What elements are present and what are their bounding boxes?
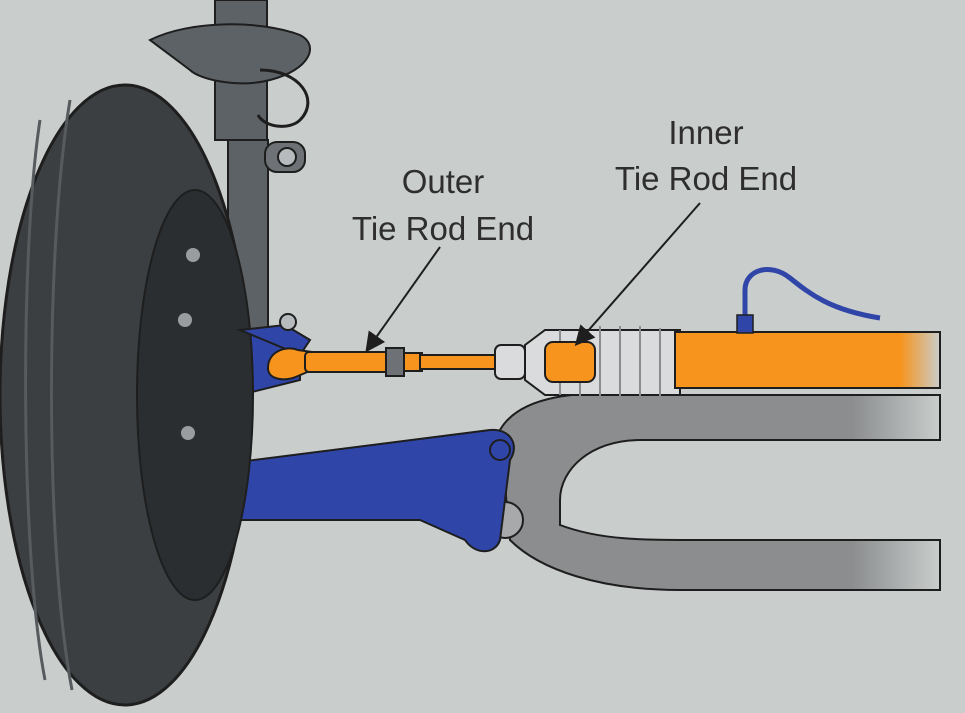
lug-nut — [178, 313, 192, 327]
outer-label-line2: Tie Rod End — [352, 210, 534, 247]
outer-label-line1: Outer — [402, 163, 485, 200]
inner-tie-rod-end-label: Inner Tie Rod End — [615, 114, 797, 197]
subframe-body — [498, 392, 941, 591]
tire-tread-line — [50, 99, 74, 691]
outer-tie-rod-shaft — [304, 351, 391, 373]
hydraulic-fitting — [736, 314, 754, 334]
coil-spring-top — [148, 23, 311, 85]
tire-tread-line — [24, 119, 47, 681]
outer-tie-rod-end-label: Outer Tie Rod End — [352, 163, 534, 247]
arrow-pointer-icon — [365, 246, 441, 353]
outer-end-nut — [279, 313, 297, 331]
wheel — [0, 83, 254, 707]
inner-tie-rod-shaft — [419, 354, 501, 370]
steering-arm — [236, 323, 312, 357]
arrow-pointer-icon — [574, 202, 701, 347]
wheel-rim — [136, 189, 254, 601]
subframe — [486, 392, 941, 591]
bracket-bolt — [277, 147, 297, 167]
control-arm-body — [174, 428, 515, 553]
inner-label-line2: Tie Rod End — [615, 160, 797, 197]
steering-rack-housing — [674, 331, 941, 389]
strut-assembly — [148, 0, 311, 331]
lower-control-arm — [174, 428, 515, 553]
jam-nut — [385, 347, 405, 377]
boot-clamp — [494, 344, 526, 380]
lug-nut — [181, 426, 195, 440]
hydraulic-line — [742, 267, 881, 330]
lug-nut — [186, 248, 200, 262]
tie-rod-assembly — [236, 267, 941, 399]
control-arm-pivot — [489, 439, 511, 461]
coil-spring-loop — [256, 68, 310, 128]
inner-label-line1: Inner — [668, 114, 743, 151]
inner-tie-rod-end-socket — [544, 341, 596, 383]
